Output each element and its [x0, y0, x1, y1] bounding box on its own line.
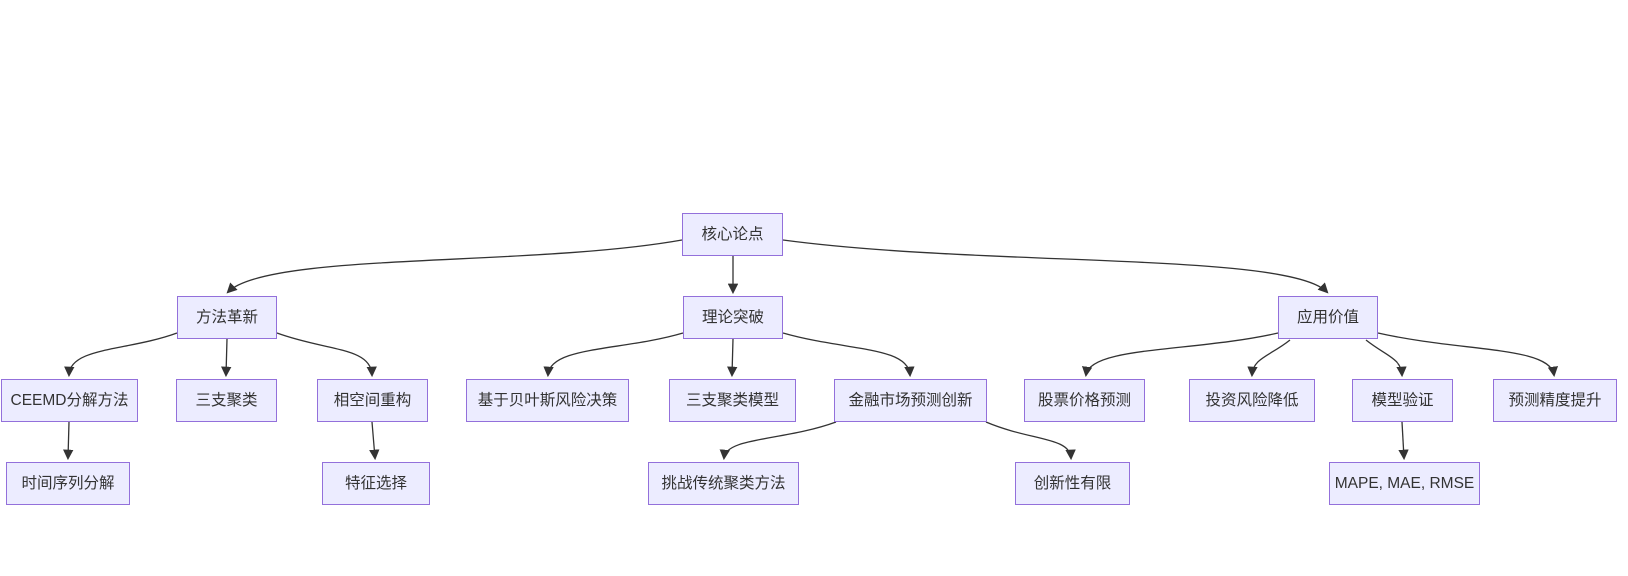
- node-challenge-clustering: 挑战传统聚类方法: [648, 462, 799, 505]
- edge-application-precision-improvement: [1377, 332, 1558, 378]
- node-core: 核心论点: [682, 213, 783, 256]
- node-metrics: MAPE, MAE, RMSE: [1329, 462, 1480, 505]
- edge-finance-limited-innovation: [985, 421, 1076, 461]
- node-theory: 理论突破: [683, 296, 783, 339]
- node-bayes: 基于贝叶斯风险决策: [466, 379, 629, 422]
- node-application: 应用价值: [1278, 296, 1378, 339]
- node-ceemd: CEEMD分解方法: [1, 379, 138, 422]
- node-ts-decomposition: 时间序列分解: [6, 462, 130, 505]
- edge-application-model-validation: [1365, 339, 1407, 378]
- edge-model-validation-metrics: [1398, 421, 1409, 461]
- edge-core-method: [226, 239, 683, 294]
- node-method: 方法革新: [177, 296, 277, 339]
- edge-phase-space-feature-selection: [369, 421, 380, 461]
- edge-method-ceemd: [64, 332, 178, 378]
- edge-method-phase-space: [276, 332, 377, 378]
- edge-theory-three-cluster-model: [727, 338, 738, 378]
- node-phase-space: 相空间重构: [317, 379, 428, 422]
- node-risk-reduction: 投资风险降低: [1189, 379, 1315, 422]
- node-model-validation: 模型验证: [1352, 379, 1453, 422]
- edge-method-three-cluster: [221, 338, 232, 378]
- node-precision-improvement: 预测精度提升: [1493, 379, 1617, 422]
- node-stock-prediction: 股票价格预测: [1024, 379, 1145, 422]
- edge-application-risk-reduction: [1247, 339, 1291, 378]
- node-three-cluster: 三支聚类: [176, 379, 277, 422]
- edge-ceemd-ts-decomposition: [63, 421, 74, 461]
- edge-application-stock-prediction: [1082, 332, 1279, 378]
- edge-theory-bayes: [543, 332, 684, 378]
- edge-finance-challenge-clustering: [719, 421, 837, 461]
- node-finance-innovation: 金融市场预测创新: [834, 379, 987, 422]
- edge-core-application: [782, 239, 1329, 294]
- edge-theory-finance-innovation: [782, 332, 915, 378]
- node-feature-selection: 特征选择: [322, 462, 430, 505]
- node-limited-innovation: 创新性有限: [1015, 462, 1130, 505]
- node-three-cluster-model: 三支聚类模型: [669, 379, 796, 422]
